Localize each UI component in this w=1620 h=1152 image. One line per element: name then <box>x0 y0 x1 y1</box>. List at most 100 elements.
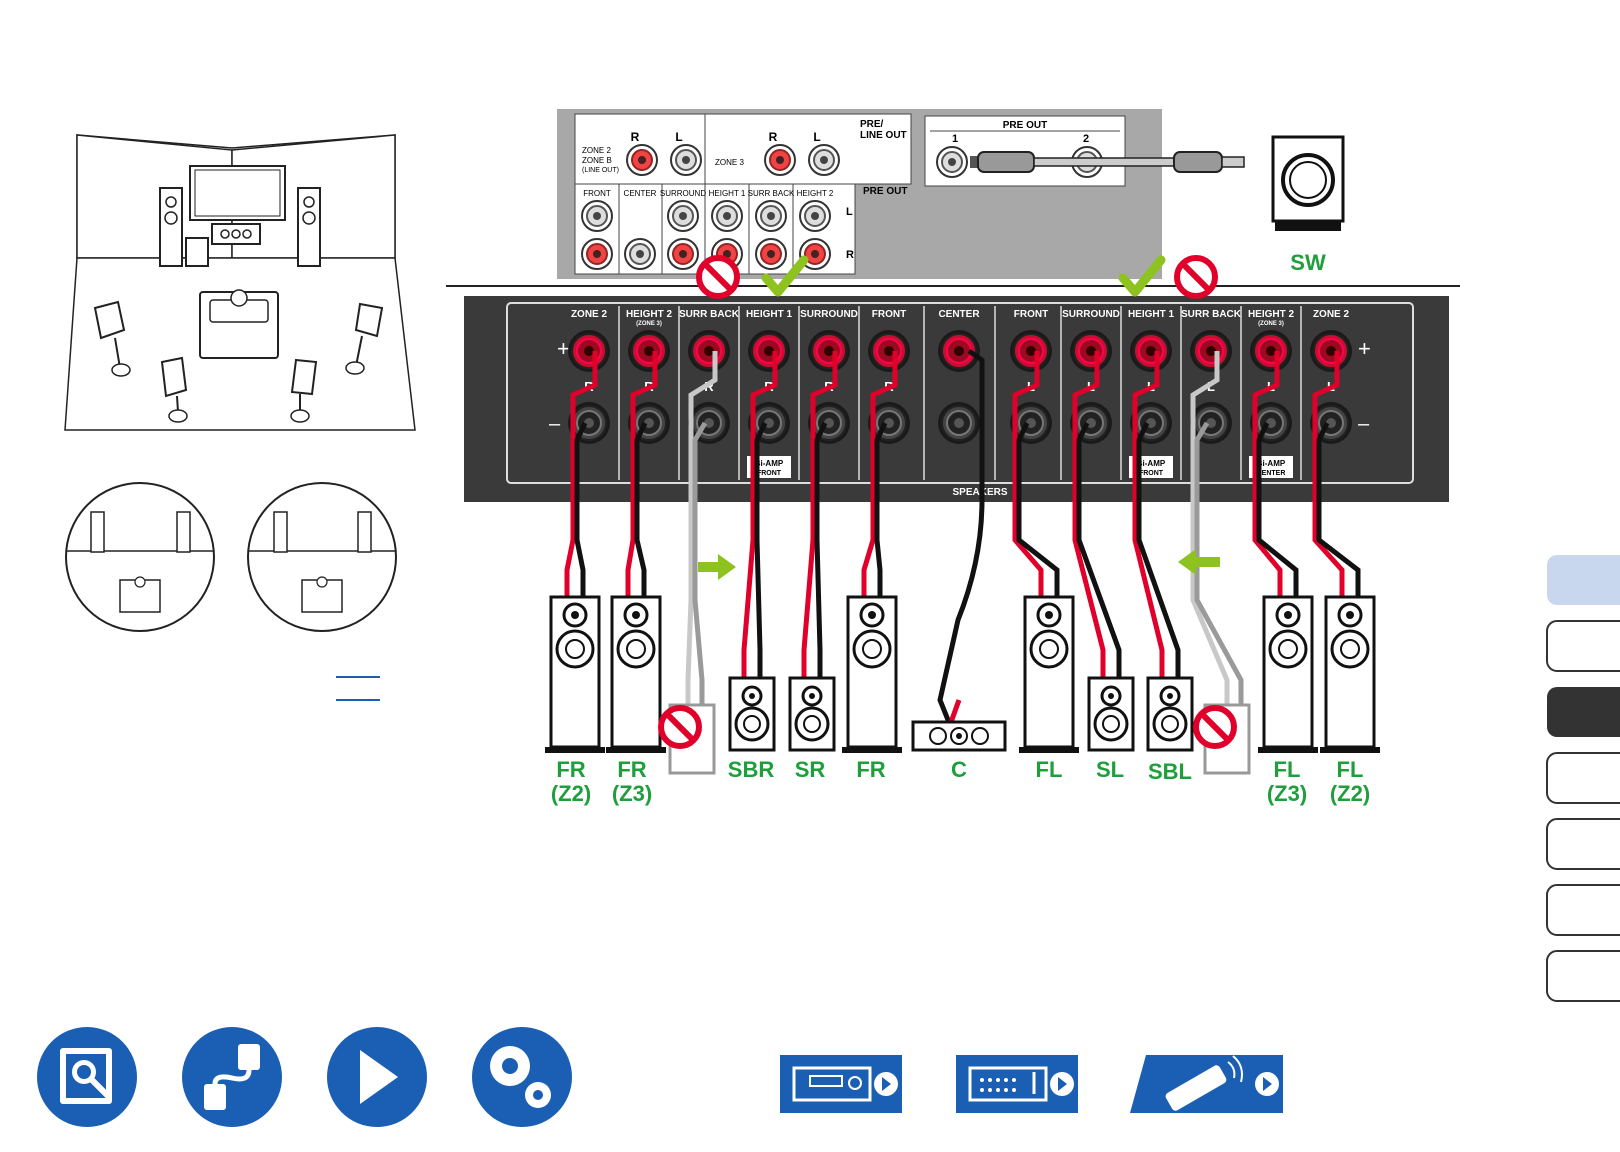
center-driver <box>929 727 947 745</box>
terminal-negative <box>937 401 981 445</box>
negative-wire <box>1016 421 1060 600</box>
unused-positive-wire <box>685 351 718 710</box>
negative-wire <box>1256 421 1299 600</box>
receiver-front-icon[interactable] <box>780 1055 902 1113</box>
terminal-header: HEIGHT 2 <box>1248 309 1295 320</box>
label-z3: (Z3) <box>612 781 652 806</box>
terminal-header: ZONE 2 <box>571 309 608 320</box>
room-layout-illustration <box>64 134 416 431</box>
side-tabs <box>1546 555 1620 1002</box>
positive-wire <box>1252 351 1283 600</box>
label-fr-z3: FR <box>617 757 646 782</box>
positive-wire <box>625 351 658 600</box>
zone-circle-right <box>247 482 397 632</box>
biamp-label: Bi-AMP <box>1257 459 1286 468</box>
terminal-positive <box>807 329 851 373</box>
preout-col-label: HEIGHT 1 <box>709 189 746 198</box>
zone-circle-left <box>65 482 215 632</box>
biamp-sub-label: FRONT <box>757 470 782 477</box>
lineout-paren-label: (LINE OUT) <box>582 167 619 174</box>
label-L: L <box>813 130 820 144</box>
unused-negative-wire <box>692 421 708 710</box>
side-tab-4[interactable] <box>1546 752 1620 804</box>
zone2-label: ZONE 2 <box>582 146 611 155</box>
center-wire-negative <box>937 348 985 726</box>
minus-left: – <box>549 413 561 435</box>
tower-speaker-icon <box>543 595 607 755</box>
negative-wire <box>1136 421 1181 680</box>
label-fl-z2: FL <box>1337 757 1364 782</box>
terminal-positive <box>1249 329 1293 373</box>
cable-icon[interactable] <box>182 1027 282 1127</box>
preout-col-label: CENTER <box>624 189 657 198</box>
positive-wire <box>1012 351 1044 600</box>
side-tab-6[interactable] <box>1546 884 1620 936</box>
terminal-positive <box>1069 329 1113 373</box>
rca-jack <box>667 238 699 270</box>
remote-icon[interactable] <box>1130 1055 1283 1113</box>
unused-positive-wire <box>1190 351 1230 710</box>
checkmark-icon <box>1118 255 1166 297</box>
terminal-positive <box>937 329 981 373</box>
play-icon[interactable] <box>327 1027 427 1127</box>
positive-wire <box>801 351 838 680</box>
bookshelf-speaker-icon <box>728 676 776 752</box>
side-tab-7[interactable] <box>1546 950 1620 1002</box>
positive-wire <box>741 351 778 680</box>
minus-right: – <box>1358 413 1370 435</box>
negative-wire <box>1076 421 1122 680</box>
terminal-positive <box>747 329 791 373</box>
rca-jack <box>581 200 613 232</box>
label-c: C <box>951 757 967 782</box>
terminal-header: FRONT <box>872 309 906 320</box>
label-sbl: SBL <box>1148 759 1192 784</box>
terminal-positive <box>1009 329 1053 373</box>
plus-right: + <box>1358 336 1371 361</box>
terminal-positive <box>1189 329 1233 373</box>
receiver-rear-icon[interactable] <box>956 1055 1078 1113</box>
terminal-header: HEIGHT 1 <box>746 309 793 320</box>
terminal-positive <box>867 329 911 373</box>
tower-speaker-icon <box>1318 595 1382 755</box>
side-tab-5[interactable] <box>1546 818 1620 870</box>
rca-jack <box>581 238 613 270</box>
terminal-positive <box>567 329 611 373</box>
label-z2b: (Z2) <box>1330 781 1370 806</box>
side-tab-2[interactable] <box>1546 620 1620 672</box>
side-tab-1[interactable] <box>1547 555 1620 605</box>
terminal-positive <box>1309 329 1353 373</box>
prohibited-icon <box>1196 708 1234 746</box>
biamp-sub-label: CENTER <box>1257 470 1286 477</box>
settings-icon[interactable] <box>472 1027 572 1127</box>
negative-wire <box>1316 421 1361 600</box>
preout-1: 1 <box>952 133 958 145</box>
terminal-positive <box>687 329 731 373</box>
prohibited-icon <box>699 258 737 296</box>
biamp-label: Bi-AMP <box>755 459 784 468</box>
sw-label: SW <box>1290 250 1326 275</box>
label-sbr: SBR <box>728 757 775 782</box>
preout-title: PRE OUT <box>1003 120 1047 131</box>
terminal-subheader: (ZONE 3) <box>636 321 662 327</box>
book-icon[interactable] <box>37 1027 137 1127</box>
label-R: R <box>631 130 640 144</box>
rca-jack <box>624 238 656 270</box>
subwoofer-icon <box>1271 135 1345 231</box>
preout-2: 2 <box>1083 133 1089 145</box>
tower-speaker-icon <box>1017 595 1081 755</box>
arrow-right-icon <box>698 554 736 580</box>
terminal-header: SURR BACK <box>679 309 740 320</box>
label-sl: SL <box>1096 757 1124 782</box>
preout-sub-label: PRE OUT <box>863 186 907 197</box>
bookshelf-speaker-icon <box>1087 676 1135 752</box>
zoneb-label: ZONE B <box>582 156 612 165</box>
negative-wire <box>814 421 828 680</box>
label-sr: SR <box>795 757 826 782</box>
positive-wire <box>1072 351 1106 680</box>
plus-left: + <box>557 336 570 361</box>
label-L2: L <box>846 206 853 218</box>
side-tab-3[interactable] <box>1547 687 1620 737</box>
label-L: L <box>675 130 682 144</box>
